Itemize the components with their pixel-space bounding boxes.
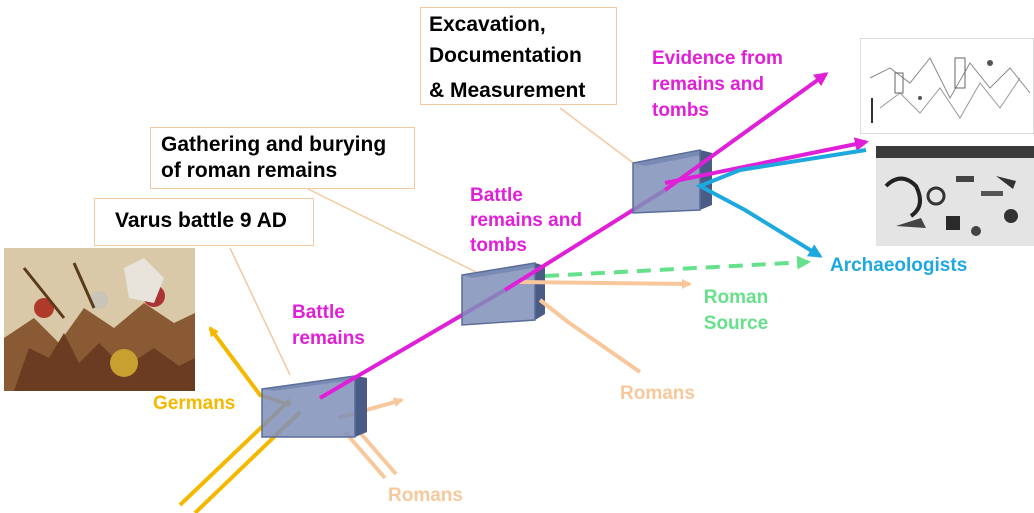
romans-bottom-line-1 xyxy=(343,430,387,480)
roman-source-arrow xyxy=(544,255,811,278)
label-battle-tombs: Battle remains and tombs xyxy=(470,185,582,257)
label-evidence-line-3: tombs xyxy=(652,100,709,121)
romans-bottom-line-2 xyxy=(354,426,398,476)
label-battle-tombs-line-2: remains and xyxy=(470,210,582,231)
label-roman-source-line-2: Source xyxy=(703,313,769,334)
varus-leader-line xyxy=(229,247,291,376)
label-roman-source-line-1: Roman xyxy=(703,287,769,308)
callout-excavation: Excavation, Documentation & Measurement xyxy=(420,7,617,105)
label-archaeologists: Archaeologists xyxy=(830,255,968,276)
label-germans: Germans xyxy=(153,393,236,414)
label-romans-mid: Romans xyxy=(620,383,695,404)
label-evidence: Evidence from remains and tombs xyxy=(652,48,783,122)
label-battle-remains-line-1: Battle xyxy=(292,302,345,323)
gathering-leader-line xyxy=(299,184,489,279)
evidence-to-finds-arrow xyxy=(664,137,869,185)
label-romans-bottom: Romans xyxy=(388,485,463,506)
excavation-leader-line xyxy=(559,107,641,169)
label-evidence-line-2: remains and xyxy=(652,74,764,95)
excavation-plan-image xyxy=(860,38,1034,134)
callout-gathering-line-1: Gathering and burying xyxy=(161,133,387,156)
callout-excavation-line-2: Documentation xyxy=(429,44,582,67)
battle-painting-image xyxy=(4,248,195,391)
callout-excavation-line-3: & Measurement xyxy=(429,79,586,102)
label-battle-tombs-line-1: Battle xyxy=(470,185,523,206)
evidence-to-plan-arrow xyxy=(663,72,829,192)
archaeologists-arrow xyxy=(695,148,867,258)
callout-varus-text: Varus battle 9 AD xyxy=(115,209,287,232)
label-roman-source: Roman Source xyxy=(695,287,777,335)
label-evidence-line-1: Evidence from xyxy=(652,48,783,69)
callout-excavation-line-1: Excavation, xyxy=(429,13,546,36)
label-battle-tombs-line-3: tombs xyxy=(470,235,527,256)
romans-mid-line-1 xyxy=(517,278,692,289)
process-box-1 xyxy=(261,375,367,438)
romans-mid-line-2 xyxy=(538,298,642,374)
callout-varus: Varus battle 9 AD xyxy=(94,198,314,246)
process-box-2 xyxy=(461,262,545,326)
label-battle-remains: Battle remains xyxy=(292,302,365,350)
label-battle-remains-line-2: remains xyxy=(292,328,365,349)
callout-gathering: Gathering and burying of roman remains xyxy=(150,127,415,189)
callout-gathering-line-2: of roman remains xyxy=(161,159,338,182)
finds-photo-image xyxy=(876,146,1034,246)
